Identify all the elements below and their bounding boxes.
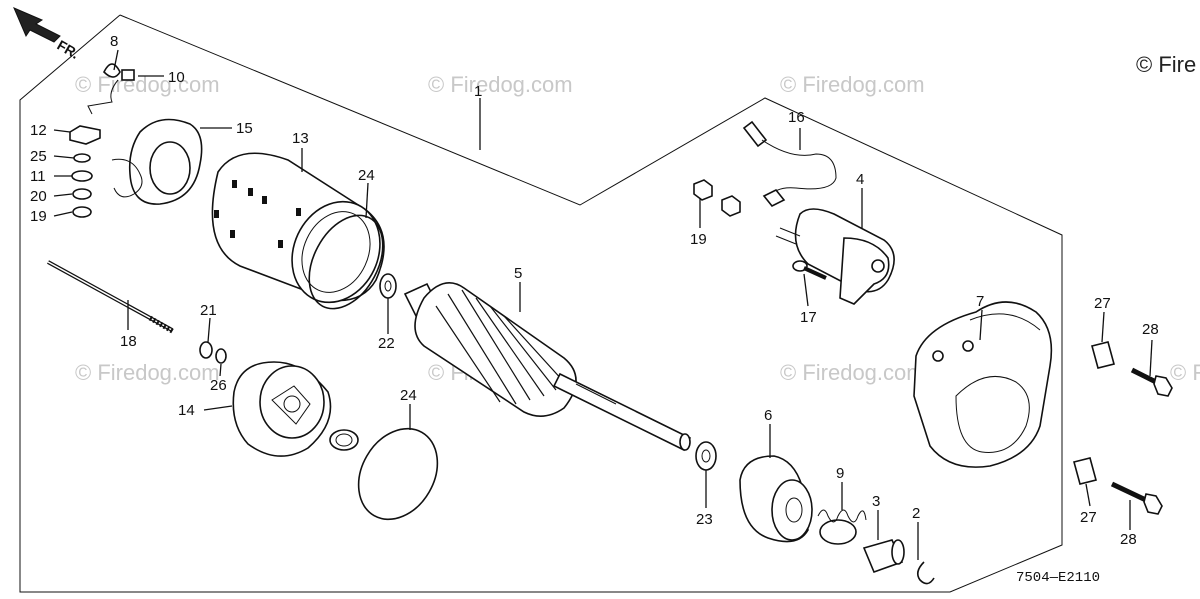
through-bolt-part: [47, 260, 176, 335]
watermark: © Firedog.com: [1170, 360, 1200, 385]
callout-21: 21: [200, 302, 217, 319]
watermark: © Firedog.com: [780, 360, 925, 385]
terminal-nut-stack: [69, 125, 101, 218]
pinion-clutch-part: [739, 455, 813, 543]
front-housing-part: [913, 301, 1053, 468]
rear-cover-part: [232, 361, 332, 457]
stop-collar-part: [862, 539, 905, 574]
callout-10: 10: [168, 69, 185, 86]
solenoid-bolt-part: [792, 260, 827, 280]
callout-3: 3: [872, 493, 880, 510]
mount-bolt-upper-part: [1130, 367, 1173, 397]
callout-25: 25: [30, 148, 47, 165]
callout-12: 12: [30, 122, 47, 139]
callout-27-lower: 27: [1080, 509, 1097, 526]
callout-16: 16: [788, 109, 805, 126]
callout-27-upper: 27: [1094, 295, 1111, 312]
callout-20: 20: [30, 188, 47, 205]
watermark: © Firedog.com: [780, 72, 925, 97]
watermark: © Firedog.com: [75, 360, 220, 385]
callout-17: 17: [800, 309, 817, 326]
leader-lines: [53, 49, 1153, 560]
nut-washer-pair: [199, 341, 227, 364]
callout-11: 11: [30, 168, 46, 185]
callout-28-upper: 28: [1142, 321, 1159, 338]
callout-19-left: 19: [30, 208, 47, 225]
rear-bushing-part: [329, 429, 359, 451]
callout-4: 4: [856, 171, 864, 188]
solenoid-nuts: [693, 179, 741, 217]
front-direction-arrow: FR.: [13, 7, 83, 62]
dowel-collar-lower-part: [1073, 457, 1097, 485]
callout-13: 13: [292, 130, 309, 147]
copyright-notice: © Fire: [1136, 52, 1197, 77]
o-ring-lower-part: [357, 427, 439, 521]
callout-1: 1: [474, 83, 482, 100]
callout-6: 6: [764, 407, 772, 424]
solenoid-part: [775, 208, 895, 305]
front-direction-label: FR.: [55, 37, 83, 62]
assembly-boundary: [19, 14, 1063, 593]
yoke-housing-part: [211, 152, 385, 304]
callout-15: 15: [236, 120, 253, 137]
starter-cable-part: [742, 120, 837, 208]
callout-9: 9: [836, 465, 844, 482]
callout-19-right: 19: [690, 231, 707, 248]
callout-22: 22: [378, 335, 395, 352]
thrust-washer-part: [379, 273, 397, 299]
dowel-collar-upper-part: [1091, 341, 1115, 369]
return-spring-part: [817, 509, 867, 545]
armature-part: [403, 282, 692, 452]
callout-23: 23: [696, 511, 713, 528]
callout-8: 8: [110, 33, 118, 50]
callout-24-upper: 24: [358, 167, 375, 184]
callout-5: 5: [514, 265, 522, 282]
o-ring-upper-part: [308, 214, 384, 310]
callout-18: 18: [120, 333, 137, 350]
brush-spring-part: [87, 63, 135, 115]
front-washer-part: [695, 441, 717, 471]
snap-ring-part: [916, 561, 935, 585]
mount-bolt-lower-part: [1110, 481, 1163, 515]
callout-7: 7: [976, 293, 984, 310]
callout-14: 14: [178, 402, 195, 419]
watermark: © Firedog.com: [428, 72, 573, 97]
diagram-code: 7504—E2110: [1016, 570, 1101, 586]
callout-28-lower: 28: [1120, 531, 1137, 548]
callout-labels: 1 8 10 12 25 11 20 19 15 13 24 18 21 26 …: [30, 33, 1159, 548]
brush-holder-part: [111, 118, 203, 205]
callout-26: 26: [210, 377, 227, 394]
callout-2: 2: [912, 505, 920, 522]
callout-24-lower: 24: [400, 387, 417, 404]
